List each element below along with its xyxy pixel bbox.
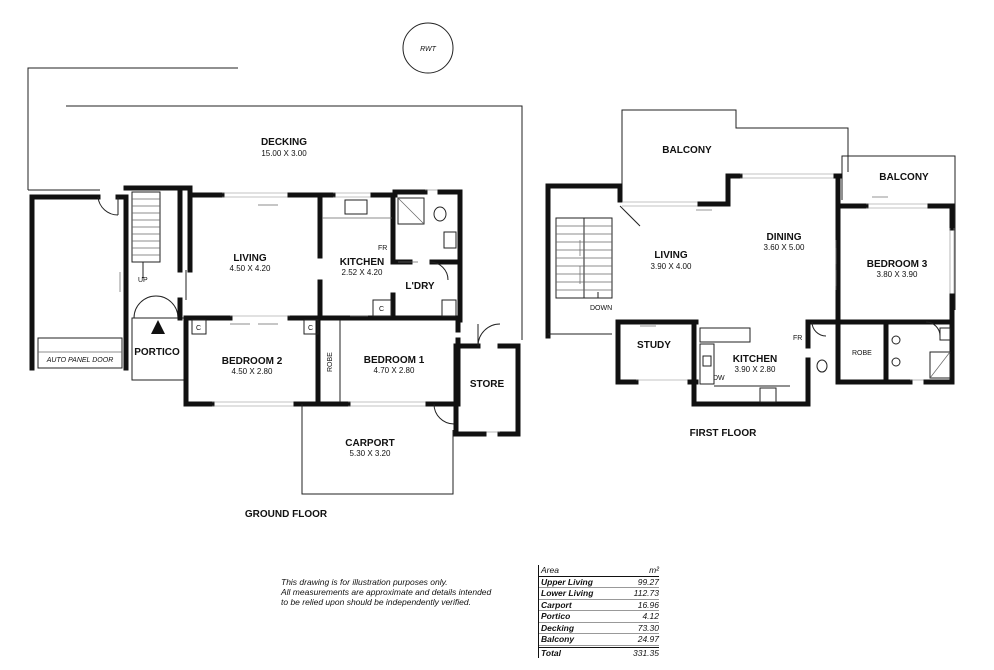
area-row: Lower Living 112.73 (539, 588, 659, 600)
room-dims: 4.70 X 2.80 (374, 366, 415, 375)
linen-cupboard-label: C (379, 306, 384, 313)
area-row-value: 99.27 (637, 576, 659, 587)
area-header-label: Area (541, 565, 559, 575)
area-row-value: 112.73 (633, 588, 659, 598)
ground-floor-plan: RWT AUTO PANEL DOOR UP (27, 22, 523, 495)
carport-outline (301, 404, 454, 495)
room-label: BALCONY (662, 145, 712, 156)
study-walls (615, 319, 639, 385)
area-row-value: 73.30 (637, 622, 659, 633)
room-dims: 4.50 X 2.80 (232, 367, 273, 376)
decking-outline-right (66, 105, 523, 340)
area-row-name: Decking (541, 622, 575, 633)
disclaimer-line: This drawing is for illustration purpose… (281, 577, 448, 587)
area-row: Portico 4.12 (539, 611, 659, 623)
ground-floor-labels: DECKING 15.00 X 3.00 LIVING 4.50 X 4.20 … (134, 137, 504, 520)
room-dims: 5.30 X 3.20 (350, 449, 391, 458)
area-row-name: Carport (541, 599, 572, 610)
cooktop-icon (759, 387, 777, 403)
room-dims: 15.00 X 3.00 (261, 149, 307, 158)
first-floor-labels: BALCONY BALCONY LIVING 3.90 X 4.00 DININ… (637, 145, 929, 439)
bedroom-walls (183, 315, 215, 407)
area-total-value: 331.35 (633, 647, 659, 658)
room-label: KITCHEN (733, 354, 777, 365)
room-label: LIVING (233, 253, 267, 264)
area-row-value: 24.97 (637, 634, 659, 644)
room-label: BEDROOM 2 (222, 356, 283, 367)
room-label: DINING (767, 232, 802, 243)
rwt-label: RWT (420, 46, 437, 53)
fridge-label: FR (793, 335, 802, 342)
toilet-icon (816, 359, 828, 373)
area-total-row: Total 331.35 (539, 646, 659, 659)
balcony-outline (621, 109, 849, 188)
room-label: PORTICO (134, 347, 180, 358)
area-row: Upper Living 99.27 (539, 576, 659, 588)
room-label: LIVING (654, 250, 688, 261)
rainwater-tank (402, 22, 454, 74)
first-floor-outer-wall (545, 183, 623, 339)
first-kitchen-walls (691, 357, 811, 407)
area-row: Decking 73.30 (539, 622, 659, 634)
disclaimer-line: All measurements are approximate and det… (281, 587, 492, 597)
room-dims: 3.90 X 2.80 (735, 365, 776, 374)
entry-arrow-icon (151, 320, 165, 334)
area-row: Balcony 24.97 (539, 634, 659, 646)
robe-label: ROBE (852, 350, 872, 357)
area-row-value: 4.12 (642, 611, 659, 621)
room-dims: 3.80 X 3.90 (877, 270, 918, 279)
first-floor-plan: DOWN DW FR ROBE (545, 109, 956, 407)
room-dims: 2.52 X 4.20 (342, 268, 383, 277)
floor-title: GROUND FLOOR (245, 509, 328, 520)
room-label: KITCHEN (340, 257, 384, 268)
room-dims: 4.50 X 4.20 (230, 264, 271, 273)
room-label: CARPORT (345, 438, 394, 449)
auto-panel-door (37, 337, 123, 369)
area-table: Area m² Upper Living 99.27 Lower Living … (538, 565, 659, 658)
svg-text:C: C (308, 325, 313, 332)
room-dims: 3.60 X 5.00 (764, 243, 805, 252)
area-header-unit: m² (649, 565, 659, 575)
room-label: STUDY (637, 340, 671, 351)
area-total-label: Total (541, 647, 561, 658)
up-label: UP (138, 277, 148, 284)
room-label: DECKING (261, 137, 307, 148)
robe-label: ROBE (327, 352, 334, 372)
garage-walls (29, 194, 101, 371)
room-dims: 3.90 X 4.00 (651, 262, 692, 271)
decking-outline (27, 67, 238, 190)
area-row: Carport 16.96 (539, 599, 659, 611)
room-label: BEDROOM 1 (364, 355, 425, 366)
room-label: BEDROOM 3 (867, 259, 928, 270)
house-outer-wall-top (123, 185, 193, 273)
disclaimer-note: This drawing is for illustration purpose… (281, 577, 531, 607)
disclaimer-line: to be relied upon should be independentl… (281, 597, 471, 607)
room-label: L'DRY (405, 281, 435, 292)
area-row-name: Balcony (541, 634, 575, 644)
area-table-header: Area m² (539, 565, 659, 577)
svg-text:C: C (196, 325, 201, 332)
toilet-icon (433, 206, 447, 222)
kitchen-sink (344, 199, 368, 215)
floor-title: FIRST FLOOR (690, 428, 757, 439)
down-label: DOWN (590, 305, 612, 312)
area-row-name: Upper Living (541, 576, 593, 587)
area-row-name: Portico (541, 611, 571, 621)
shower-ensuite (929, 351, 951, 379)
area-row-value: 16.96 (637, 599, 659, 610)
vanity (443, 231, 457, 249)
dishwasher-label: DW (713, 375, 725, 382)
area-row-name: Lower Living (541, 588, 594, 598)
fridge-label: FR (378, 245, 387, 252)
garage-door-label: AUTO PANEL DOOR (46, 357, 114, 364)
room-label: STORE (470, 379, 505, 390)
room-label: BALCONY (879, 172, 929, 183)
shower (397, 197, 425, 225)
